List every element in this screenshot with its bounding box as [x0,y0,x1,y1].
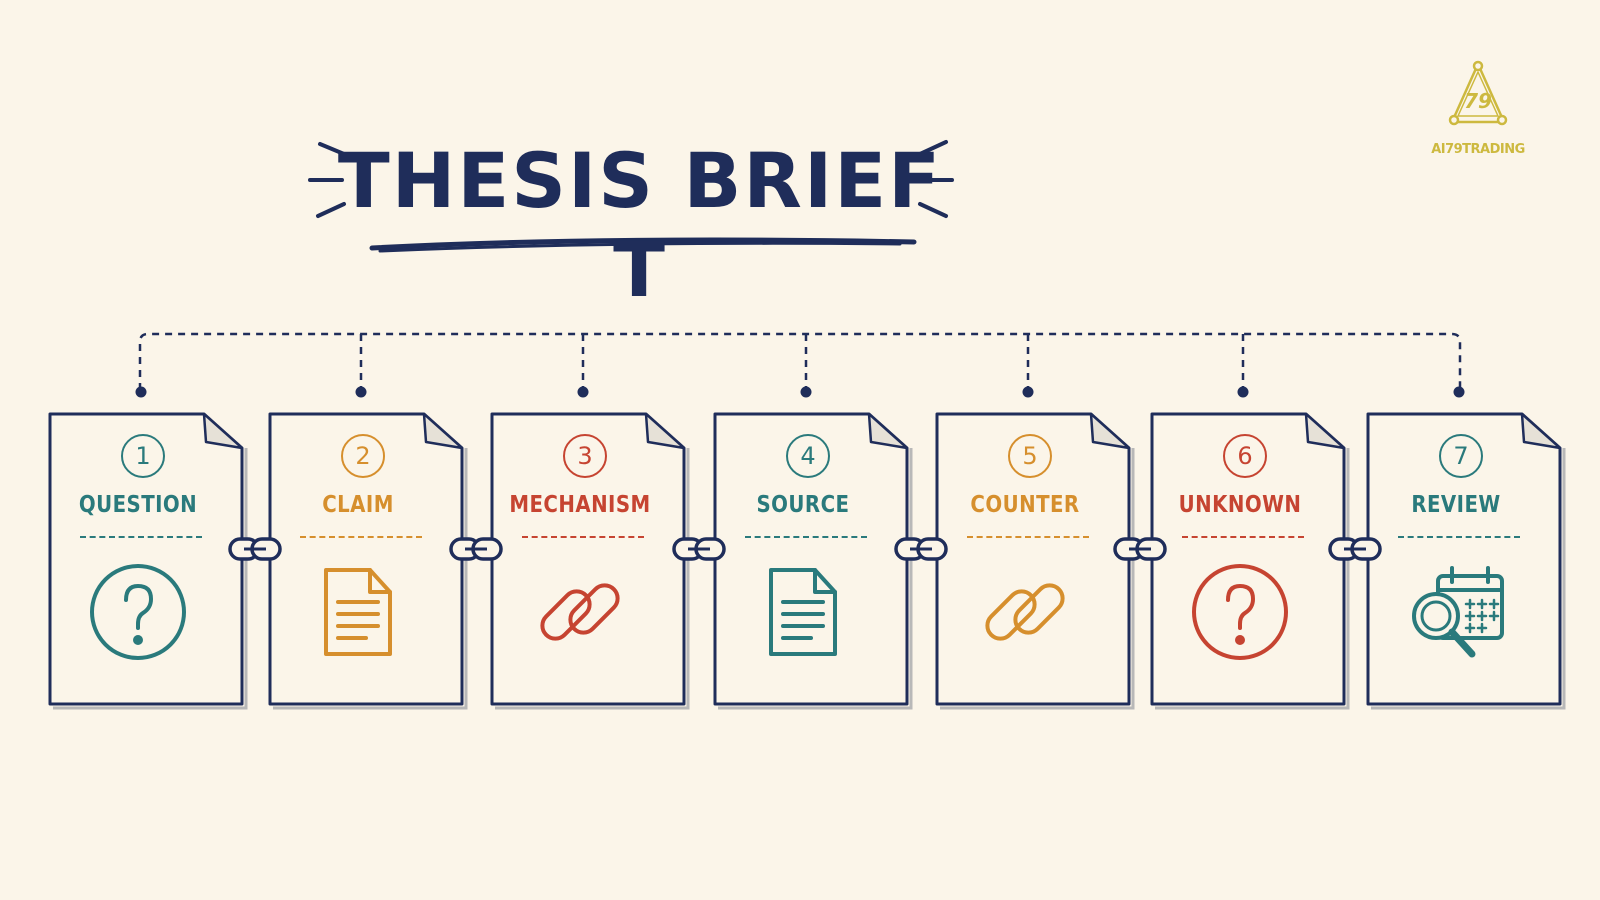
connector-dot [1022,386,1034,398]
page-title: THESIS BRIEF T [337,136,943,314]
step-label: QUESTION [78,492,198,518]
step-label: COUNTER [970,492,1080,518]
step-divider [522,536,644,538]
document-icon [769,568,837,656]
step-number-badge: 7 [1439,434,1483,478]
title-block: THESIS BRIEF T [300,120,980,314]
connector-dot [355,386,367,398]
title-decoration [308,140,954,253]
step-icon-wrap [1406,562,1506,662]
card-outline [1366,412,1566,710]
step-icon-wrap [530,562,630,662]
step-divider [967,536,1089,538]
step-number-badge: 5 [1008,434,1052,478]
connector-dot [1237,386,1249,398]
step-divider [300,536,422,538]
question-icon [1192,564,1288,660]
step-label: SOURCE [756,492,850,518]
connector-dot [135,386,147,398]
document-icon [324,568,392,656]
step-icon-wrap [975,562,1075,662]
step-icon-wrap [88,562,188,662]
step-number-badge: 4 [786,434,830,478]
calendar-search-icon [1412,566,1504,658]
step-divider [1398,536,1520,538]
question-icon [90,564,186,660]
step-number-badge: 3 [563,434,607,478]
card-outline [713,412,913,710]
chain-link-icon [449,537,503,561]
card-outline [490,412,690,710]
logo-mark-text: 79 [1464,89,1492,113]
link-icon [540,583,620,641]
step-label: MECHANISM [509,492,651,518]
step-number-badge: 2 [341,434,385,478]
logo: 79 AI79TRADING [1428,58,1528,168]
connector-dot [800,386,812,398]
logo-mark: 79 [1448,60,1508,126]
step-number-badge: 1 [121,434,165,478]
step-divider [80,536,202,538]
logo-text: AI79TRADING [1431,142,1525,157]
step-icon-wrap [308,562,408,662]
step-divider [1182,536,1304,538]
link-icon [985,583,1065,641]
connector-bus-line [138,332,1462,390]
connector-dot [577,386,589,398]
chain-link-icon [671,537,726,561]
step-number-badge: 6 [1223,434,1267,478]
connector-dot [1453,386,1465,398]
chain-link-icon [1112,537,1167,561]
card-outline [268,412,468,710]
chain-link-icon [1328,537,1382,561]
chain-link-icon [228,537,282,561]
step-label: REVIEW [1411,492,1501,518]
step-icon-wrap [1190,562,1290,662]
step-label: CLAIM [322,492,394,518]
chain-link-icon [894,537,948,561]
step-icon-wrap [753,562,853,662]
step-divider [745,536,867,538]
step-label: UNKNOWN [1178,492,1302,518]
card-outline [935,412,1135,710]
